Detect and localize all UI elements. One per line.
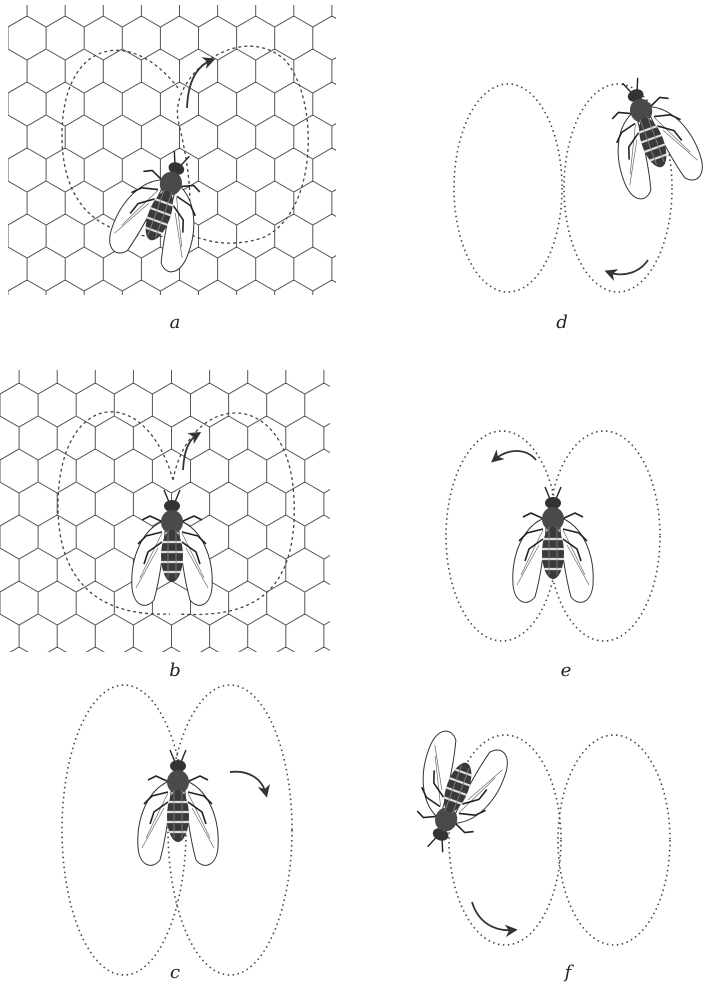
honeycomb-cells	[0, 0, 389, 324]
bee-icon	[132, 490, 212, 605]
turn-arrow	[608, 260, 648, 274]
turn-arrow	[230, 772, 266, 794]
bee-icon	[397, 727, 512, 863]
panel-a	[0, 0, 389, 324]
bee-icon	[138, 750, 218, 865]
honeycomb-grid	[0, 0, 389, 324]
honeycomb-cells	[0, 350, 381, 691]
bee-icon	[513, 487, 593, 602]
turn-arrow	[494, 451, 536, 460]
panel-label-d: d	[542, 312, 582, 333]
panel-e	[446, 431, 660, 641]
turn-arrow	[472, 902, 514, 930]
panel-b	[0, 350, 381, 691]
bee-icon	[592, 67, 705, 203]
honeycomb-grid	[0, 350, 381, 691]
panel-label-e: e	[546, 660, 586, 681]
panel-c	[62, 685, 292, 975]
panel-f	[397, 727, 670, 945]
panel-label-a: a	[155, 312, 195, 333]
panel-label-c: c	[155, 962, 195, 983]
direction-arrow	[187, 60, 212, 108]
panel-d	[454, 67, 705, 292]
panel-label-b: b	[155, 660, 195, 681]
panel-label-f: f	[548, 962, 588, 983]
